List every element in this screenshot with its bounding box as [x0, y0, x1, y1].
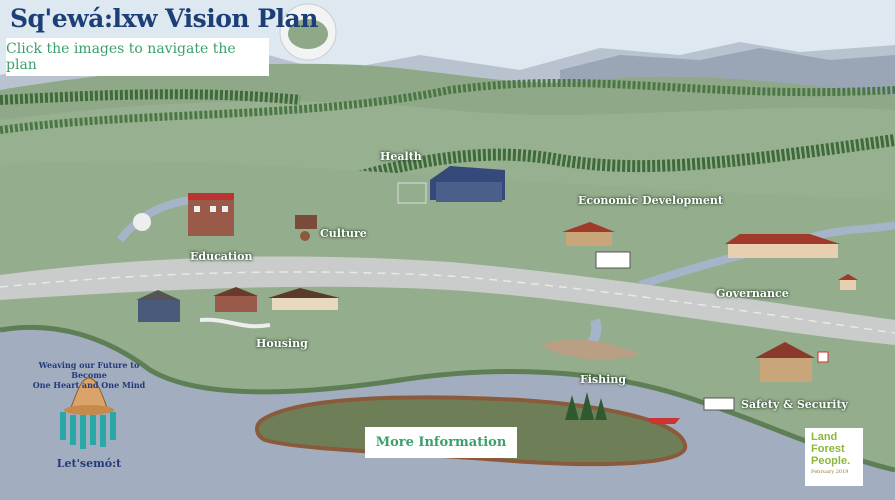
logo-line-2: Forest: [811, 443, 845, 455]
economic-development-illustration[interactable]: [562, 222, 631, 269]
culture-illustration[interactable]: [295, 215, 317, 241]
housing-illustration[interactable]: [136, 287, 340, 329]
education-illustration[interactable]: [133, 193, 234, 236]
governance-illustration[interactable]: [725, 234, 858, 290]
emblem-motto: Weaving our Future to Become One Heart a…: [24, 360, 154, 390]
label-economic-development[interactable]: Economic Development: [578, 194, 723, 207]
land-forest-people-logo: Land Forest People. February 2019: [805, 428, 863, 486]
label-health[interactable]: Health: [380, 150, 422, 163]
logo-date: February 2019: [811, 469, 849, 475]
label-governance[interactable]: Governance: [716, 287, 789, 300]
label-fishing[interactable]: Fishing: [580, 373, 627, 386]
health-illustration[interactable]: [397, 166, 505, 204]
logo-line-1: Land: [811, 431, 838, 443]
fishing-illustration[interactable]: [565, 392, 680, 424]
instruction-text: Click the images to navigate the plan: [6, 41, 236, 73]
motto-line-1: Weaving our Future to Become: [38, 360, 140, 380]
label-education[interactable]: Education: [190, 250, 253, 263]
safety-security-illustration[interactable]: [703, 342, 829, 411]
logo-line-3: People.: [811, 455, 851, 467]
more-information-button[interactable]: More Information: [365, 427, 517, 458]
label-culture[interactable]: Culture: [320, 227, 367, 240]
instruction-banner: Click the images to navigate the plan: [6, 38, 269, 76]
motto-line-2: One Heart and One Mind: [32, 380, 146, 390]
label-safety-security[interactable]: Safety & Security: [741, 398, 848, 411]
label-housing[interactable]: Housing: [256, 337, 308, 350]
emblem-name: Let'semó:t: [56, 457, 122, 470]
page-title: Sq'ewá:lxw Vision Plan: [10, 4, 318, 33]
overview-map-thumbnail[interactable]: [279, 3, 337, 61]
letsemot-emblem: [60, 377, 116, 449]
